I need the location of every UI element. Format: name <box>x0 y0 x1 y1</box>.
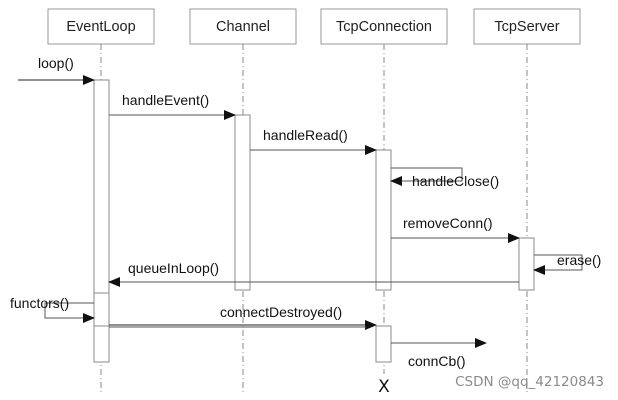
message-label: connCb() <box>408 353 466 369</box>
participant-label: TcpServer <box>494 19 559 35</box>
message-functors: functors() <box>10 295 95 323</box>
activation-eventloop-functors <box>93 292 110 327</box>
message-conn-cb: connCb() <box>391 338 487 369</box>
message-label: handleClose() <box>412 173 499 189</box>
destroy-mark: X <box>378 377 390 397</box>
activation-tcpconnection <box>375 149 392 291</box>
activation-channel <box>234 114 251 291</box>
message-handle-close: handleClose() <box>390 167 499 189</box>
participant-tcpserver: TcpServer <box>473 8 581 45</box>
message-loop: loop() <box>18 55 95 85</box>
message-label: handleEvent() <box>122 92 209 108</box>
participant-label: Channel <box>216 19 270 35</box>
message-label: removeConn() <box>403 215 492 231</box>
participant-label: TcpConnection <box>336 19 432 35</box>
message-remove-conn: removeConn() <box>391 215 520 243</box>
participant-tcpconnection: TcpConnection <box>320 8 448 45</box>
activation-eventloop <box>93 79 110 363</box>
activation-tcpconnection-destroy <box>375 325 392 363</box>
message-label: connectDestroyed() <box>220 304 342 320</box>
participant-label: EventLoop <box>66 19 135 35</box>
message-connect-destroyed: connectDestroyed() <box>109 304 377 330</box>
message-label: erase() <box>557 252 601 268</box>
watermark: CSDN @qq_42120843 <box>455 374 604 390</box>
message-label: queueInLoop() <box>128 260 219 276</box>
message-queue-in-loop: queueInLoop() <box>108 260 519 287</box>
participant-channel: Channel <box>189 8 297 45</box>
message-handle-event: handleEvent() <box>109 92 236 120</box>
activation-tcpserver <box>518 237 535 291</box>
participant-eventloop: EventLoop <box>47 8 155 45</box>
message-handle-read: handleRead() <box>250 127 377 155</box>
message-label: loop() <box>38 55 74 71</box>
message-erase: erase() <box>533 252 601 275</box>
message-label: handleRead() <box>263 127 348 143</box>
message-label: functors() <box>10 295 69 311</box>
